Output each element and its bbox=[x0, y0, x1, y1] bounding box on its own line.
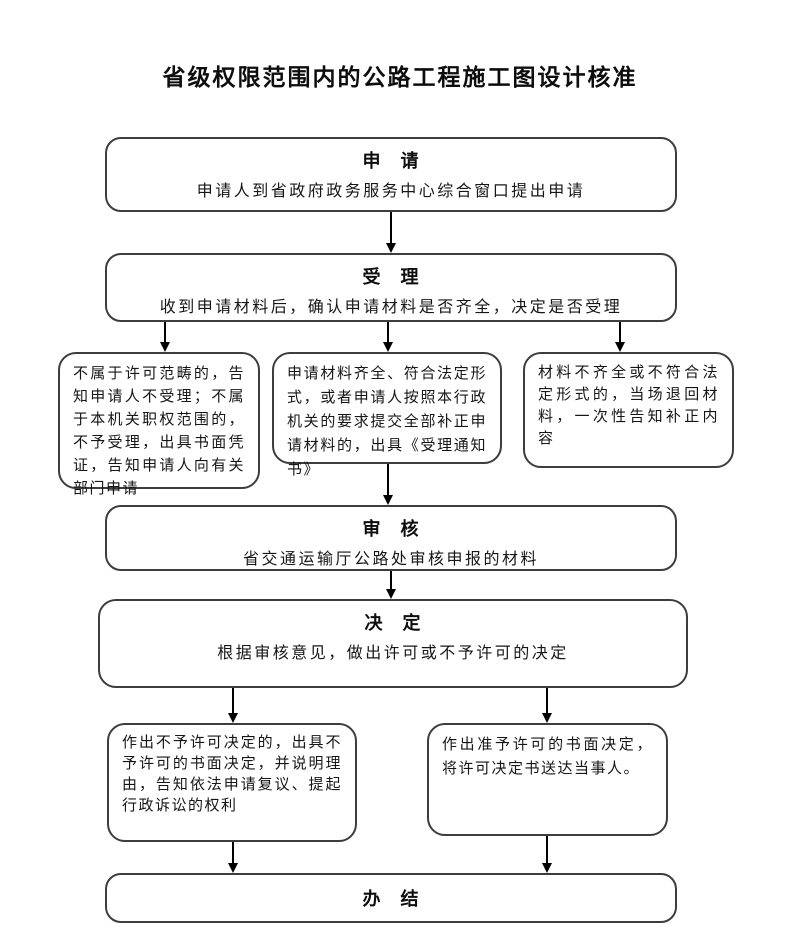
arrow-shaft bbox=[619, 322, 621, 346]
flow-node-apply: 申 请 申请人到省政府政务服务中心综合窗口提出申请 bbox=[105, 137, 677, 212]
arrow-grant-to-complete bbox=[541, 836, 553, 873]
arrow-head-icon bbox=[542, 713, 552, 723]
flow-node-complete: 办 结 bbox=[105, 873, 677, 923]
arrow-shaft bbox=[387, 322, 389, 346]
flow-node-apply-heading: 申 请 bbox=[362, 151, 420, 171]
arrow-apply-to-accept bbox=[385, 212, 397, 253]
flow-node-reject-branch: 不属于许可范畴的，告知申请人不受理；不属于本机关职权范围的，不予受理，出具书面凭… bbox=[58, 352, 260, 497]
arrow-head-icon bbox=[386, 589, 396, 599]
flow-node-decide: 决 定 根据审核意见，做出许可或不予许可的决定 bbox=[98, 599, 688, 688]
arrow-deny-to-complete bbox=[227, 842, 239, 873]
arrow-head-icon bbox=[386, 243, 396, 253]
flow-node-deny-branch: 作出不予许可决定的，出具不予许可的书面决定，并说明理由，告知依法申请复议、提起行… bbox=[107, 723, 357, 842]
flow-node-review: 审 核 省交通运输厅公路处审核申报的材料 bbox=[105, 505, 677, 571]
arrow-shaft bbox=[232, 842, 234, 867]
arrow-review-to-decide bbox=[385, 571, 397, 599]
flow-node-decide-heading: 决 定 bbox=[364, 613, 422, 633]
arrow-decide-to-grant bbox=[541, 688, 553, 723]
arrow-shaft bbox=[546, 836, 548, 867]
arrow-shaft bbox=[390, 212, 392, 247]
flow-node-decide-body: 根据审核意见，做出许可或不予许可的决定 bbox=[217, 645, 569, 662]
page-title: 省级权限范围内的公路工程施工图设计核准 bbox=[162, 64, 638, 90]
flow-node-accept-body: 收到申请材料后，确认申请材料是否齐全，决定是否受理 bbox=[159, 299, 623, 316]
arrow-head-icon bbox=[542, 863, 552, 873]
arrow-accept-to-reject bbox=[159, 322, 171, 352]
flow-node-supplement-branch: 材料不齐全或不符合法定形式的，当场退回材料，一次性告知补正内容 bbox=[523, 352, 734, 468]
arrow-accept-to-supplement bbox=[614, 322, 626, 352]
flow-node-review-body: 省交通运输厅公路处审核申报的材料 bbox=[242, 551, 539, 568]
flow-node-grant-branch: 作出准予许可的书面决定，将许可决定书送达当事人。 bbox=[427, 723, 668, 836]
arrow-shaft bbox=[546, 688, 548, 717]
arrow-accept-to-notice bbox=[382, 322, 394, 352]
arrow-head-icon bbox=[383, 495, 393, 505]
flow-node-accept-heading: 受 理 bbox=[362, 267, 420, 287]
flow-node-apply-body: 申请人到省政府政务服务中心综合窗口提出申请 bbox=[196, 183, 586, 200]
arrow-shaft bbox=[390, 571, 392, 593]
arrow-head-icon bbox=[383, 342, 393, 352]
arrow-shaft bbox=[232, 688, 234, 717]
flow-node-notice-branch: 申请材料齐全、符合法定形式，或者申请人按照本行政机关的要求提交全部补正申请材料的… bbox=[272, 352, 502, 478]
arrow-notice-to-review bbox=[382, 464, 394, 505]
flow-node-accept: 受 理 收到申请材料后，确认申请材料是否齐全，决定是否受理 bbox=[105, 253, 677, 322]
flow-node-review-heading: 审 核 bbox=[362, 519, 420, 539]
flow-node-complete-heading: 办 结 bbox=[362, 889, 420, 909]
arrow-head-icon bbox=[160, 342, 170, 352]
arrow-head-icon bbox=[615, 342, 625, 352]
arrow-shaft bbox=[164, 322, 166, 346]
arrow-head-icon bbox=[228, 713, 238, 723]
arrow-head-icon bbox=[228, 863, 238, 873]
arrow-shaft bbox=[387, 464, 389, 499]
arrow-decide-to-deny bbox=[227, 688, 239, 723]
